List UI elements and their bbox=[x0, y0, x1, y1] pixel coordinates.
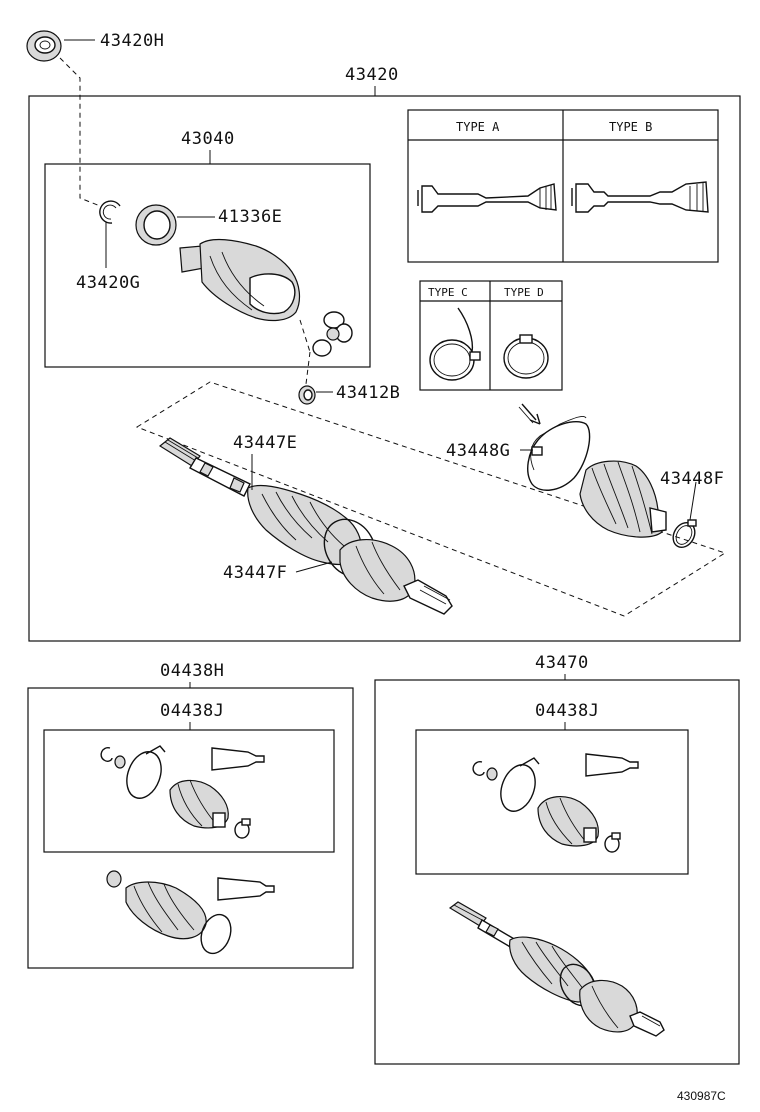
cv-joint-housing bbox=[179, 238, 301, 322]
type-cd-table: TYPE C TYPE D bbox=[419, 280, 563, 391]
dashed-outline-shaft bbox=[135, 381, 727, 617]
label-43448F: 43448F bbox=[660, 469, 724, 489]
label-43448G: 43448G bbox=[446, 441, 510, 461]
type-b-heading: TYPE B bbox=[609, 120, 652, 134]
label-04438J-right: 04438J bbox=[535, 701, 599, 721]
dashed-lead-43420H bbox=[59, 57, 101, 207]
label-43420G: 43420G bbox=[76, 273, 140, 293]
ring-41336E bbox=[135, 204, 177, 246]
label-43447F: 43447F bbox=[223, 563, 287, 583]
type-d-clamp bbox=[503, 334, 549, 379]
arrow-indicator-icon bbox=[518, 403, 541, 425]
label-41336E: 41336E bbox=[218, 207, 282, 227]
frame-43420 bbox=[28, 95, 741, 642]
label-43470: 43470 bbox=[535, 653, 589, 673]
label-43420H: 43420H bbox=[100, 31, 164, 51]
leader-43447F bbox=[295, 561, 333, 573]
drive-shaft-assembly bbox=[158, 437, 453, 615]
type-b-shaft bbox=[571, 181, 709, 213]
type-c-heading: TYPE C bbox=[428, 286, 468, 299]
leader-43448F bbox=[689, 481, 697, 521]
type-c-clamp bbox=[429, 307, 481, 381]
clip-43412B bbox=[298, 385, 316, 405]
clamp-43448G bbox=[527, 415, 591, 491]
label-04438H: 04438H bbox=[160, 661, 224, 681]
frame-04438H bbox=[27, 687, 354, 969]
kit-left-lower bbox=[106, 870, 275, 955]
seal-43420H bbox=[26, 30, 62, 62]
snap-ring-43420G bbox=[99, 200, 121, 224]
type-a-heading: TYPE A bbox=[456, 120, 500, 134]
frame-04438J-left bbox=[43, 729, 335, 853]
label-43420: 43420 bbox=[345, 65, 399, 85]
tripod-lead-lower bbox=[305, 351, 311, 385]
label-43040: 43040 bbox=[181, 129, 235, 149]
drive-shaft-43470 bbox=[448, 901, 665, 1037]
label-04438J-left: 04438J bbox=[160, 701, 224, 721]
clamp-43448F bbox=[672, 519, 697, 549]
frame-43470 bbox=[374, 679, 740, 1065]
frame-04438J-right bbox=[415, 729, 689, 875]
label-43412B: 43412B bbox=[336, 383, 400, 403]
kit-left-upper bbox=[100, 745, 265, 839]
kit-right-contents bbox=[472, 753, 639, 853]
type-d-heading: TYPE D bbox=[504, 286, 544, 299]
type-ab-table: TYPE A TYPE B bbox=[407, 109, 719, 263]
tripod-lead bbox=[299, 319, 311, 353]
type-a-shaft bbox=[417, 183, 557, 213]
boot-outer bbox=[579, 460, 667, 538]
label-43447E: 43447E bbox=[233, 433, 297, 453]
frame-43040 bbox=[44, 163, 371, 368]
catalog-code: 430987C bbox=[677, 1089, 726, 1103]
tripod-joint bbox=[312, 311, 353, 357]
